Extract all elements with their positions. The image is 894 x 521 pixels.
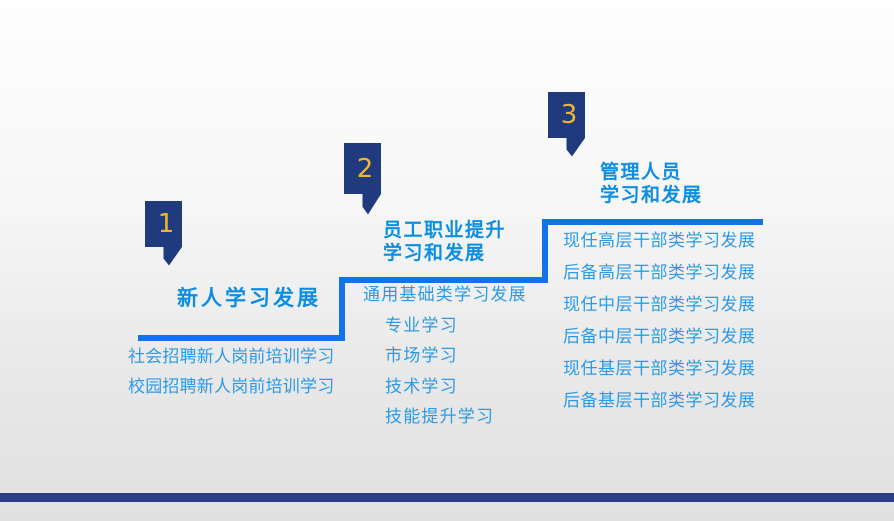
step-3-title: 管理人员 学习和发展 — [600, 161, 703, 207]
learning-item: 校园招聘新人岗前培训学习 — [128, 377, 335, 396]
step-2-items: 通用基础类学习发展 专业学习 市场学习 技术学习 技能提升学习 — [363, 280, 527, 433]
step-1-items: 社会招聘新人岗前培训学习 校园招聘新人岗前培训学习 — [128, 342, 334, 402]
step-1-title-line: 新人学习发展 — [177, 287, 321, 310]
learning-item: 后备基层干部类学习发展 — [563, 391, 756, 410]
learning-item: 专业学习 — [385, 315, 458, 335]
bookmark-icon — [344, 143, 381, 215]
step-2-title-line: 学习和发展 — [383, 243, 486, 264]
step-3-title-line: 学习和发展 — [600, 185, 703, 206]
step-number: 3 — [560, 100, 578, 131]
learning-item: 技能提升学习 — [385, 407, 495, 426]
learning-item: 现任高层干部类学习发展 — [563, 231, 756, 250]
learning-item: 市场学习 — [385, 346, 458, 365]
step-2-title-line: 员工职业提升 — [383, 220, 507, 241]
footer-divider-bar — [0, 493, 894, 502]
bookmark-icon — [145, 201, 182, 266]
step-3-items: 现任高层干部类学习发展 后备高层干部类学习发展 现任中层干部类学习发展 后备中层… — [563, 225, 756, 417]
step-2-title: 员工职业提升 学习和发展 — [383, 219, 506, 265]
learning-item: 通用基础类学习发展 — [363, 285, 527, 304]
step-3-marker: 3 — [548, 92, 585, 157]
learning-item: 技术学习 — [385, 376, 458, 396]
step-2-marker: 2 — [344, 143, 381, 215]
learning-item: 社会招聘新人岗前培训学习 — [128, 347, 335, 366]
bookmark-icon — [548, 92, 585, 157]
step-number: 2 — [356, 153, 374, 184]
step-1-title: 新人学习发展 — [177, 287, 321, 311]
learning-item: 后备中层干部类学习发展 — [563, 327, 756, 346]
learning-item: 现任基层干部类学习发展 — [563, 359, 756, 378]
step-3-title-line: 管理人员 — [600, 162, 683, 183]
learning-item: 后备高层干部类学习发展 — [563, 263, 756, 282]
step-1-marker: 1 — [145, 201, 182, 266]
step-number: 1 — [157, 209, 175, 240]
learning-item: 现任中层干部类学习发展 — [563, 295, 756, 314]
